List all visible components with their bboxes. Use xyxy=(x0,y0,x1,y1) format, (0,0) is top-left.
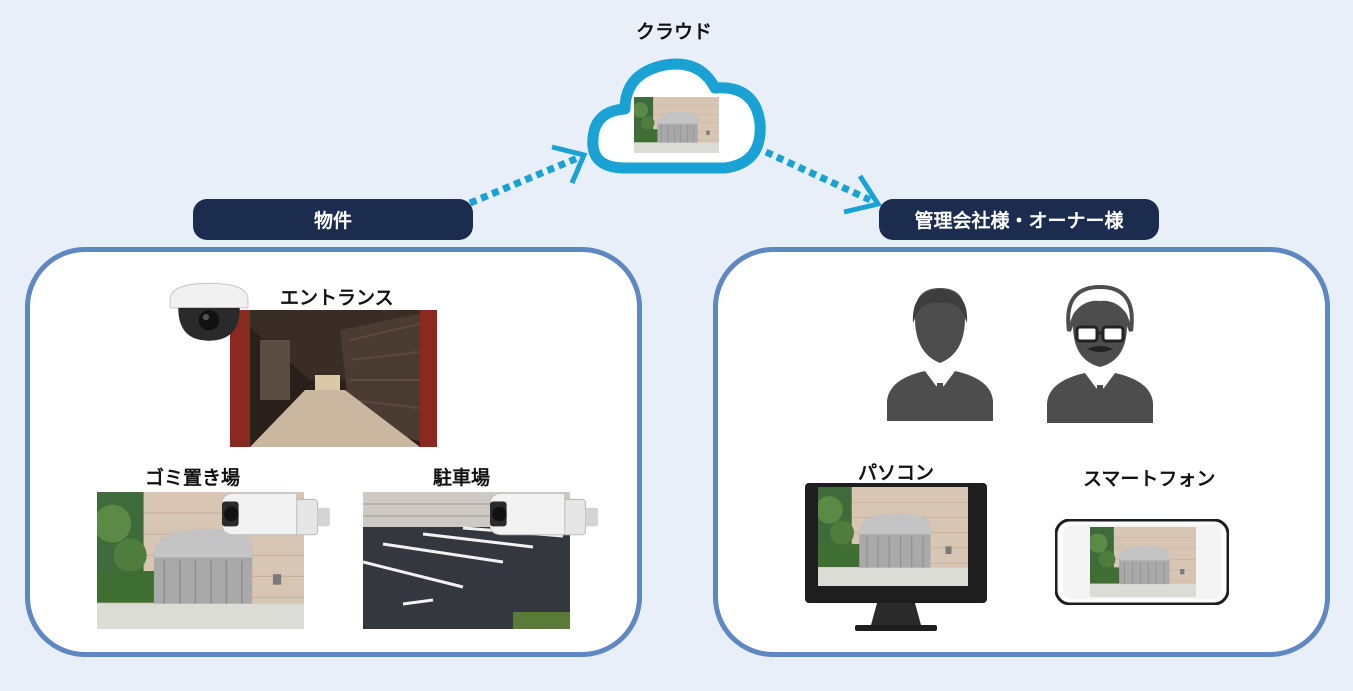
property-title: 物件 xyxy=(193,199,473,240)
entrance-photo xyxy=(230,310,437,447)
pc-screen-photo xyxy=(818,487,968,586)
bullet-camera-icon xyxy=(490,492,600,538)
download-arrow-icon xyxy=(760,140,890,220)
parking-label: 駐車場 xyxy=(433,463,490,490)
owners-title: 管理会社様・オーナー様 xyxy=(879,199,1159,240)
owner-person-icon xyxy=(1045,285,1155,423)
phone-screen-photo xyxy=(1090,527,1196,597)
pc-label: パソコン xyxy=(858,458,934,485)
manager-person-icon xyxy=(885,283,995,421)
garbage-label: ゴミ置き場 xyxy=(145,463,240,490)
phone-label: スマートフォン xyxy=(1083,464,1215,491)
cloud-label: クラウド xyxy=(636,17,712,44)
cloud-shed-photo xyxy=(634,97,719,153)
bullet-camera-icon xyxy=(222,492,332,538)
entrance-label: エントランス xyxy=(280,283,394,310)
upload-arrow-icon xyxy=(460,135,600,215)
dome-camera-icon xyxy=(168,281,250,343)
